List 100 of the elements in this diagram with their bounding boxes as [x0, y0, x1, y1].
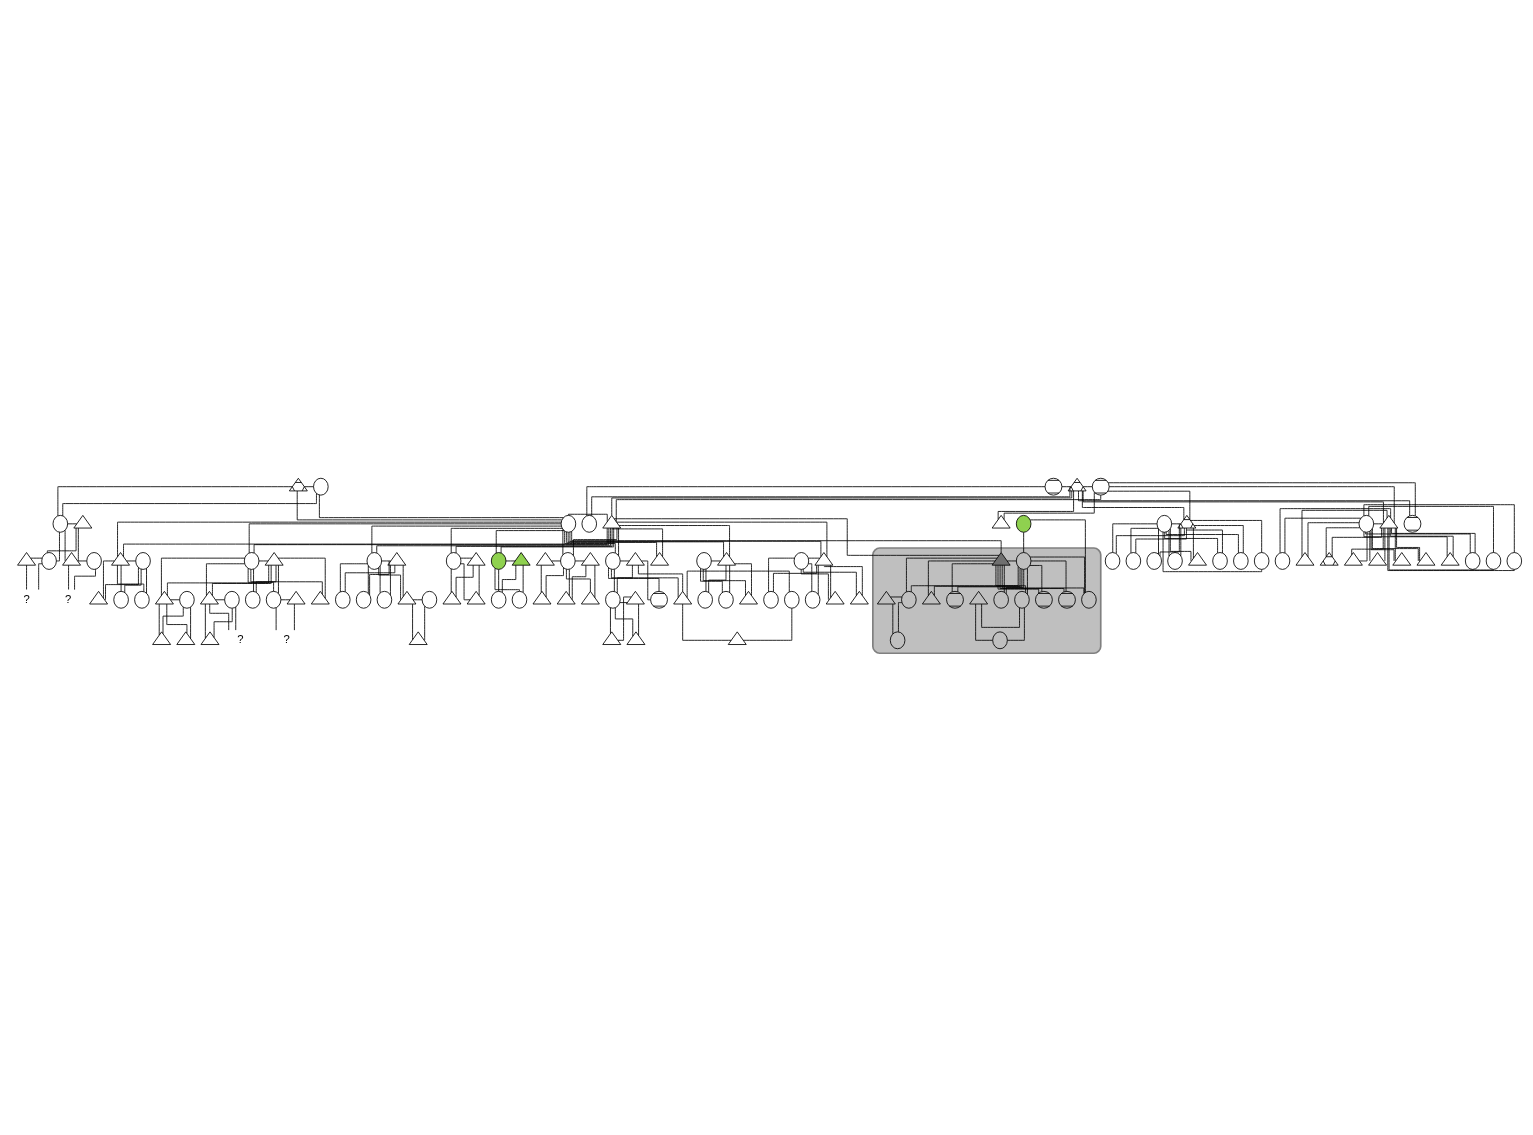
node-triangle [511, 551, 531, 566]
node-triangle [397, 590, 417, 604]
connector [146, 567, 147, 594]
node-triangle [408, 630, 428, 645]
connector [161, 557, 246, 596]
cluster [872, 546, 1102, 654]
connector [478, 564, 480, 596]
node-triangle [717, 551, 736, 566]
node-circle [224, 590, 240, 609]
connector [564, 530, 616, 553]
node-circle [355, 590, 372, 609]
connector [213, 607, 233, 638]
connector [1001, 564, 1085, 594]
connector [975, 603, 993, 641]
node-circle [135, 551, 151, 570]
connector [1193, 527, 1194, 559]
node-circle [313, 477, 329, 496]
node-circle [134, 590, 150, 609]
connector [64, 529, 66, 561]
connector [1279, 507, 1392, 553]
connector [700, 567, 723, 593]
connector [1162, 531, 1263, 572]
connector [611, 527, 663, 557]
connector [686, 570, 790, 598]
connector [617, 596, 632, 641]
connector [951, 562, 994, 592]
connector [126, 560, 137, 561]
node-circle [335, 590, 351, 609]
node-triangle [739, 590, 758, 604]
connector [808, 557, 821, 559]
connector [540, 564, 542, 593]
connector [571, 530, 1002, 553]
connector [46, 527, 77, 553]
connector [1027, 567, 1028, 594]
connector [501, 564, 517, 593]
connector [77, 560, 88, 561]
node-triangle [825, 590, 845, 604]
connector [711, 560, 721, 561]
node-triangle [155, 590, 174, 604]
connector [615, 494, 1102, 522]
node-triangle [625, 551, 645, 566]
connector [1165, 531, 1239, 553]
connector [608, 566, 660, 592]
node-triangle [200, 630, 220, 645]
node-triangle [1416, 551, 1436, 566]
connector [378, 566, 401, 600]
node-triangle [991, 551, 1011, 566]
connector [1365, 531, 1471, 553]
connector [1023, 531, 1025, 553]
node-circle [1015, 551, 1032, 570]
node-triangle [1392, 551, 1412, 566]
node-triangle [991, 514, 1011, 528]
connector [293, 603, 295, 631]
node-triangle [535, 551, 555, 566]
connector [619, 560, 630, 561]
connector [390, 564, 391, 595]
node-triangle [625, 590, 645, 604]
connector [258, 560, 269, 561]
connector [498, 568, 500, 592]
connector [906, 557, 998, 592]
connector [215, 598, 225, 600]
node-circle [1167, 551, 1183, 570]
connector [567, 531, 724, 557]
node-circle [804, 590, 821, 609]
connector [1082, 490, 1384, 523]
node-circle [265, 590, 282, 609]
connector [381, 560, 392, 561]
connector [682, 603, 732, 641]
node-text: ? [283, 632, 290, 645]
node-circle [901, 590, 917, 609]
node-triangle [814, 551, 834, 566]
connector [26, 564, 27, 590]
connector [460, 557, 473, 559]
connector [1158, 528, 1159, 554]
connector [460, 562, 471, 600]
node-triangle [969, 590, 989, 604]
node-triangle [876, 590, 896, 604]
connector [412, 603, 413, 640]
connector [117, 521, 562, 557]
connector [339, 562, 368, 592]
connector [611, 490, 1073, 516]
node-triangle [1188, 551, 1207, 566]
node-triangle [849, 590, 869, 604]
connector [910, 565, 1019, 592]
connector [190, 606, 191, 639]
node-triangle [310, 590, 330, 604]
node-circle [1146, 551, 1162, 570]
node-triangle [650, 551, 669, 566]
connector [1363, 531, 1448, 557]
node-circle [784, 590, 800, 609]
node-triangle [626, 630, 646, 645]
connector [614, 606, 634, 637]
node-triangle [89, 590, 108, 604]
connector [1078, 490, 1411, 516]
node-triangle [286, 590, 306, 604]
connector [705, 568, 707, 592]
node-circle [245, 590, 261, 609]
connector [1351, 527, 1384, 555]
node-circle [366, 551, 383, 570]
node-triangle [264, 551, 284, 566]
